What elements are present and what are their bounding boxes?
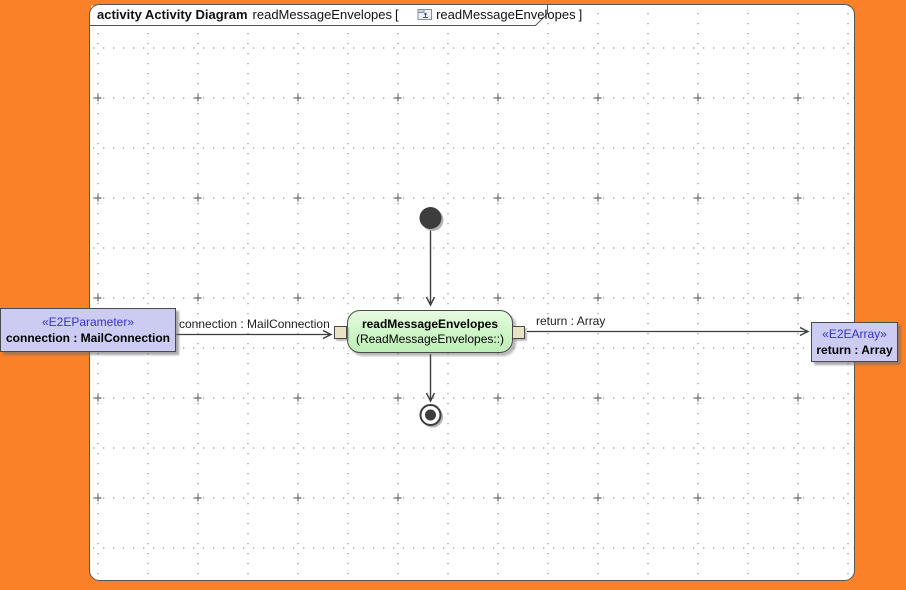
activity-final-node-core — [425, 409, 436, 421]
activity-frame-border — [89, 4, 855, 581]
activity-diagram-icon — [403, 0, 433, 39]
input-parameter-name: connection : MailConnection — [6, 331, 170, 345]
frame-title-context-ref: readMessageEnvelopes — [436, 7, 576, 22]
action-name: readMessageEnvelopes — [361, 316, 499, 331]
frame-title-bracket-close: ] — [578, 7, 583, 22]
frame-title-bracket-open: [ — [395, 7, 399, 22]
input-flow-label[interactable]: connection : MailConnection — [179, 317, 330, 331]
call-behavior-action[interactable]: readMessageEnvelopes (ReadMessageEnvelop… — [347, 310, 513, 353]
input-parameter-stereotype: «E2EParameter» — [41, 315, 135, 329]
action-behavior-ref: (ReadMessageEnvelopes::) — [355, 331, 505, 346]
frame-title-diagram-name: readMessageEnvelopes — [252, 7, 393, 22]
canvas-grid — [90, 5, 854, 580]
output-pin[interactable] — [512, 326, 525, 339]
output-flow-label[interactable]: return : Array — [536, 314, 606, 328]
input-parameter-node[interactable]: «E2EParameter» connection : MailConnecti… — [0, 308, 176, 352]
initial-node[interactable] — [419, 207, 442, 229]
output-parameter-name: return : Array — [816, 343, 893, 357]
output-parameter-node[interactable]: «E2EArray» return : Array — [811, 322, 898, 362]
input-pin[interactable] — [334, 326, 347, 339]
output-parameter-stereotype: «E2EArray» — [822, 327, 887, 341]
frame-title: activity Activity Diagram readMessageEnv… — [97, 7, 582, 22]
frame-title-tab-border — [90, 5, 548, 26]
frame-title-tab[interactable] — [91, 5, 548, 26]
frame-title-kind: activity Activity Diagram — [97, 7, 248, 22]
